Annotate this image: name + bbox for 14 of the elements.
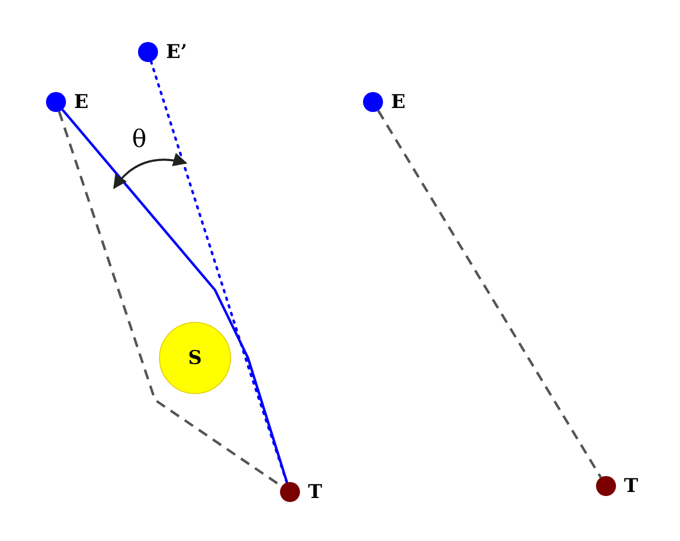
dotted-line bbox=[150, 60, 288, 484]
point-label: E bbox=[391, 91, 406, 113]
point-label: T bbox=[624, 475, 638, 497]
point-dot bbox=[363, 92, 383, 112]
node-label: S bbox=[188, 347, 202, 369]
point-label: E’ bbox=[166, 41, 188, 63]
point-dot bbox=[596, 476, 616, 496]
point-dot bbox=[46, 92, 66, 112]
point-label: E bbox=[74, 91, 88, 113]
point-label: T bbox=[308, 481, 322, 503]
dashed-line bbox=[377, 110, 602, 478]
point-dot bbox=[280, 482, 300, 502]
point-dot bbox=[138, 42, 158, 62]
angle-label: θ bbox=[132, 128, 146, 150]
